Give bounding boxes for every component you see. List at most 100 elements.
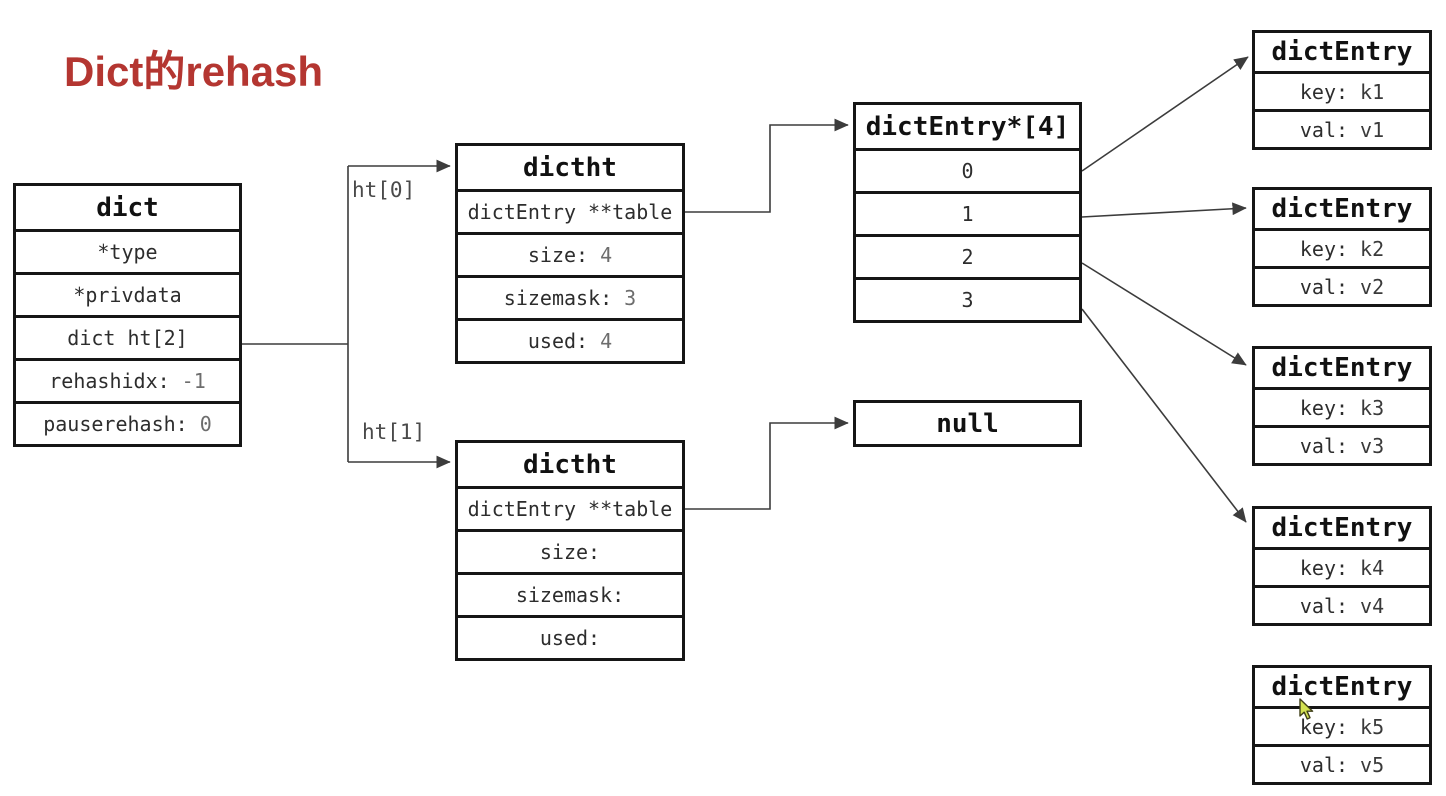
dictht0-row-table: dictEntry **table <box>458 189 682 232</box>
dict-entry-box-2: dictEntry key: k2 val: v2 <box>1252 187 1432 307</box>
entry-array-slot-2: 2 <box>856 234 1079 277</box>
field-value: v3 <box>1360 433 1385 458</box>
entry-row-val: val: v3 <box>1255 425 1429 463</box>
field-value: k3 <box>1360 395 1385 420</box>
field-value: v2 <box>1360 274 1385 299</box>
entry-array-slot-1: 1 <box>856 191 1079 234</box>
field-label: key: <box>1299 236 1349 261</box>
entry-row-key: key: k2 <box>1255 228 1429 266</box>
field-label: used: <box>539 626 601 650</box>
connector-slot0-to-entry1 <box>1081 56 1249 172</box>
field-label: key: <box>1299 79 1349 104</box>
entry-array-slot-3: 3 <box>856 277 1079 320</box>
field-value: k4 <box>1360 555 1385 580</box>
page-title: Dict的rehash <box>64 48 324 95</box>
field-value: k5 <box>1360 714 1385 739</box>
entry-row-val: val: v4 <box>1255 585 1429 623</box>
dict-row-rehashidx: rehashidx: -1 <box>16 358 239 401</box>
dict-row-type: *type <box>16 229 239 272</box>
slot-index: 1 <box>961 202 974 226</box>
dictht0-row-size: size: 4 <box>458 232 682 275</box>
field-value: 3 <box>624 286 637 310</box>
entry-row-val: val: v5 <box>1255 744 1429 782</box>
dict-box: dict *type *privdata dict ht[2] rehashid… <box>13 183 242 447</box>
field-value: 4 <box>600 243 613 267</box>
entry-array-box: dictEntry*[4] 0 1 2 3 <box>853 102 1082 323</box>
connector-slot1-to-entry2 <box>1081 202 1247 218</box>
dict-entry-box-3: dictEntry key: k3 val: v3 <box>1252 346 1432 466</box>
field-label: key: <box>1299 555 1349 580</box>
dictht0-box-header: dictht <box>523 152 617 183</box>
dictht1-box-header: dictht <box>523 449 617 480</box>
dictht0-box: dictht dictEntry **table size: 4 sizemask… <box>455 143 685 364</box>
connector-table1-to-null <box>685 416 849 510</box>
entry-row-val: val: v1 <box>1255 109 1429 147</box>
dictht0-row-sizemask: sizemask: 3 <box>458 275 682 318</box>
field-label: val: <box>1299 752 1349 777</box>
field-label: dictEntry **table <box>467 200 673 224</box>
null-box: null <box>853 400 1082 447</box>
field-label: pauserehash: <box>43 412 188 436</box>
field-label: dictEntry **table <box>467 497 673 521</box>
label-ht0: ht[0] <box>352 178 416 202</box>
field-label: sizemask: <box>515 583 625 607</box>
dict-entry-box-1: dictEntry key: k1 val: v1 <box>1252 30 1432 150</box>
dict-entry-header: dictEntry <box>1271 194 1413 224</box>
connector-table0-to-array <box>685 118 849 213</box>
null-box-header: null <box>936 408 999 439</box>
entry-row-key: key: k3 <box>1255 387 1429 425</box>
connector-slot3-to-entry4 <box>1081 308 1247 523</box>
dict-entry-header: dictEntry <box>1271 37 1413 67</box>
label-ht1: ht[1] <box>362 420 426 444</box>
field-value: v1 <box>1360 117 1385 142</box>
entry-row-key: key:k5 <box>1255 706 1429 744</box>
dictht1-row-sizemask: sizemask: <box>458 572 682 615</box>
field-label: sizemask: <box>503 286 613 310</box>
field-label: rehashidx: <box>49 369 170 393</box>
dict-entry-box-4: dictEntry key: k4 val: v4 <box>1252 506 1432 626</box>
dict-row-privdata: *privdata <box>16 272 239 315</box>
field-value: k1 <box>1360 79 1385 104</box>
field-label: val: <box>1299 117 1349 142</box>
field-value: 0 <box>199 412 212 436</box>
dict-entry-header: dictEntry <box>1271 672 1413 702</box>
dict-entry-header: dictEntry <box>1271 513 1413 543</box>
field-value: 4 <box>600 329 613 353</box>
connector-slot2-to-entry3 <box>1081 262 1247 366</box>
field-value: -1 <box>181 369 206 393</box>
mouse-cursor-icon <box>1299 698 1314 720</box>
field-label: size: <box>527 243 589 267</box>
field-label: val: <box>1299 274 1349 299</box>
slot-index: 2 <box>961 245 974 269</box>
field-label: val: <box>1299 433 1349 458</box>
slot-index: 0 <box>961 159 974 183</box>
field-label: dict ht[2] <box>67 326 188 350</box>
field-label: *type <box>97 240 158 264</box>
dict-entry-box-5: dictEntry key:k5 val: v5 <box>1252 665 1432 785</box>
dictht1-row-table: dictEntry **table <box>458 486 682 529</box>
field-label: key: <box>1299 395 1349 420</box>
field-label: *privdata <box>73 283 182 307</box>
dict-row-ht2: dict ht[2] <box>16 315 239 358</box>
dictht1-row-size: size: <box>458 529 682 572</box>
connector-dict-junction <box>242 166 349 462</box>
field-label: size: <box>539 540 601 564</box>
dict-entry-header: dictEntry <box>1271 353 1413 383</box>
entry-array-slot-0: 0 <box>856 148 1079 191</box>
dictht1-row-used: used: <box>458 615 682 658</box>
entry-array-box-header: dictEntry*[4] <box>865 111 1070 142</box>
dictht0-row-used: used: 4 <box>458 318 682 361</box>
dict-box-header: dict <box>96 192 159 223</box>
field-label: used: <box>527 329 589 353</box>
field-value: v5 <box>1360 752 1385 777</box>
field-value: v4 <box>1360 593 1385 618</box>
entry-row-val: val: v2 <box>1255 266 1429 304</box>
dictht1-box: dictht dictEntry **table size: sizemask:… <box>455 440 685 661</box>
entry-row-key: key: k4 <box>1255 547 1429 585</box>
field-label: val: <box>1299 593 1349 618</box>
field-value: k2 <box>1360 236 1385 261</box>
dict-row-pauserehash: pauserehash: 0 <box>16 401 239 444</box>
slot-index: 3 <box>961 288 974 312</box>
